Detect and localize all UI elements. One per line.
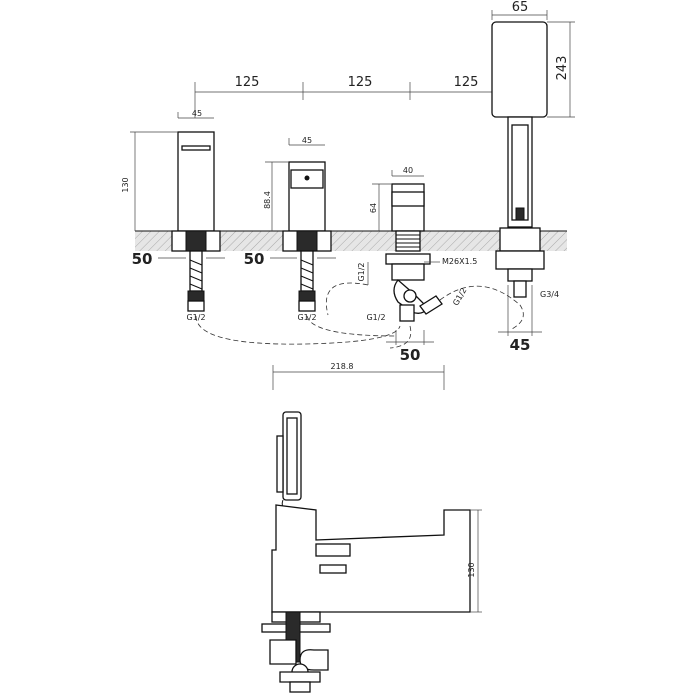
faucet-2-height: 88.4 bbox=[263, 191, 272, 209]
diverter: 40 64 M26X1.5 G1/2 G1/2 G1/2 bbox=[357, 166, 477, 322]
spacing-dim-3: 125 bbox=[454, 75, 479, 90]
faucet-2-width: 45 bbox=[302, 136, 312, 145]
shower-head: 65 243 G3/4 bbox=[491, 0, 575, 299]
faucet-2: 45 88.4 G1/2 bbox=[263, 136, 332, 322]
deck-hole-dims: 50 50 50 45 bbox=[132, 250, 542, 364]
diverter-bottom-thread: G1/2 bbox=[366, 313, 385, 322]
shower-head-width: 65 bbox=[512, 0, 529, 15]
shower-thread: G3/4 bbox=[540, 290, 559, 299]
diverter-left-thread: G1/2 bbox=[357, 262, 366, 281]
hole-dim-3: 50 bbox=[400, 346, 421, 364]
side-width-dim: 218.8 bbox=[331, 362, 354, 371]
front-view: 125 125 125 45 130 G1/2 45 bbox=[121, 0, 575, 364]
hole-dim-2: 50 bbox=[244, 250, 265, 268]
diverter-top-thread: M26X1.5 bbox=[442, 257, 477, 266]
faucet-2-thread: G1/2 bbox=[297, 313, 316, 322]
faucet-1-height: 130 bbox=[121, 177, 130, 192]
hole-dim-4: 45 bbox=[510, 336, 531, 354]
side-height-dim: 130 bbox=[467, 562, 476, 577]
diverter-height: 64 bbox=[369, 203, 378, 213]
diverter-width: 40 bbox=[403, 166, 413, 175]
spacing-dim-1: 125 bbox=[235, 75, 260, 90]
side-view: 218.8 130 bbox=[261, 362, 482, 693]
spacing-dimension: 125 125 125 bbox=[194, 75, 524, 118]
faucet-1: 45 130 G1/2 bbox=[121, 109, 221, 322]
deck-surface bbox=[135, 231, 567, 251]
faucet-1-width: 45 bbox=[192, 109, 202, 118]
spacing-dim-2: 125 bbox=[348, 75, 373, 90]
diverter-right-thread: G1/2 bbox=[451, 286, 468, 307]
hoses bbox=[195, 282, 524, 349]
shower-head-height: 243 bbox=[555, 56, 570, 81]
hole-dim-1: 50 bbox=[132, 250, 153, 268]
